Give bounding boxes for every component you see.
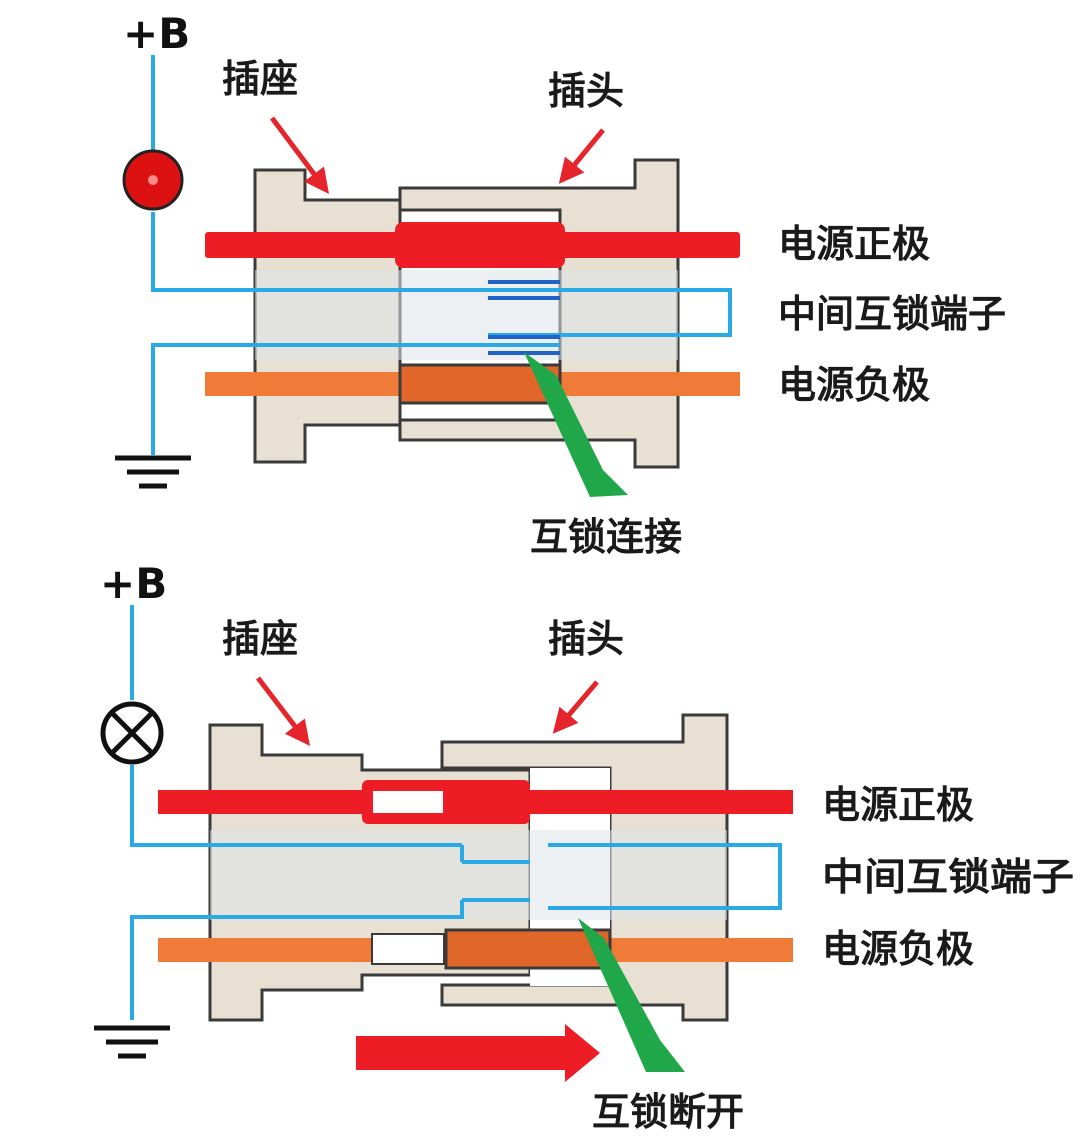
status-label: 互锁连接 — [530, 515, 682, 559]
positive-contact — [395, 222, 565, 268]
interlock-pin-upper — [488, 280, 560, 300]
socket-label: 插座 — [222, 57, 298, 101]
plug-label: 插头 — [548, 617, 624, 661]
lamp-off-icon — [100, 701, 164, 765]
interlock-pin-lower — [488, 335, 560, 355]
positive-wire-label: 电源正极 — [778, 222, 930, 266]
plug-pointer-arrow — [552, 680, 599, 734]
supply-label: +B — [100, 559, 167, 608]
socket-label: 插座 — [222, 617, 298, 661]
negative-wire-label: 电源负极 — [778, 363, 930, 407]
ground-icon — [115, 455, 191, 489]
interlock-loop — [151, 55, 732, 455]
supply-label: +B — [123, 9, 190, 58]
status-pointer-arrow — [578, 918, 685, 1072]
interlock-wire-label: 中间互锁端子 — [778, 292, 1006, 336]
negative-contact — [444, 928, 612, 970]
negative-gap — [371, 933, 445, 965]
positive-wire-label: 电源正极 — [822, 783, 974, 827]
socket-pointer-arrow — [270, 116, 329, 194]
positive-gap — [371, 789, 445, 815]
socket-pointer-arrow — [256, 676, 311, 746]
lamp-on-icon — [122, 149, 184, 211]
ground-icon — [94, 1025, 170, 1059]
interlock-loop — [130, 605, 782, 1020]
status-label: 互锁断开 — [592, 1090, 744, 1134]
pull-direction-arrow — [356, 1024, 600, 1082]
plug-pointer-arrow — [558, 128, 605, 184]
panel-disconnected: +B 插座 插头 电源正极 中间互锁端子 电源负极 互锁断开 — [94, 559, 1074, 1134]
status-pointer-arrow — [524, 352, 628, 497]
interlock-wire-label: 中间互锁端子 — [822, 855, 1074, 899]
negative-wire-label: 电源负极 — [822, 927, 974, 971]
panel-connected: +B 插座 插头 电源正极 中间互锁端子 电源负极 互锁连接 — [115, 9, 1006, 559]
plug-label: 插头 — [548, 69, 624, 113]
